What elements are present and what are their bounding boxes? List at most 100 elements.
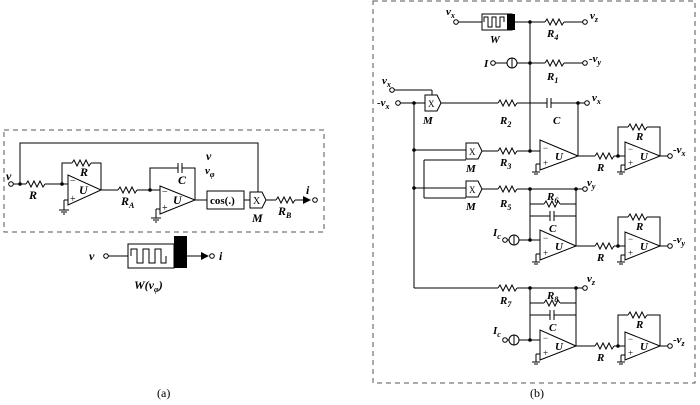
opamp-u1-label: U [79,183,89,197]
ground-icon [617,171,625,175]
neg-vy-output-label: -vy [673,234,686,248]
opamp-integrator-x [539,139,580,171]
panel-a-caption: (a) [157,386,170,400]
memristor-wave [130,248,167,264]
output-terminal [312,197,318,203]
resistor-r7-label: R7 [499,295,512,309]
outer-feedback-wire [19,142,259,184]
memristor-w-wave [483,16,505,28]
vy-node-label: vy [587,177,596,191]
capacitor-c1-label: C [553,115,561,127]
ground-icon [151,217,161,223]
svg-text:R: R [635,221,643,233]
opamp-u2-label: U [173,193,183,207]
resistor-inverter-z [594,341,615,351]
svg-text:X: X [253,196,261,207]
vx-top-label: vx [446,6,455,20]
symbol-v-label: v [89,249,95,263]
resistor-r6 [543,199,561,209]
cos-block-label: cos(.) [210,195,235,207]
svg-text:−: − [162,187,168,198]
svg-text:+: + [543,348,548,358]
svg-text:R: R [635,319,643,331]
svg-text:−: − [543,233,548,243]
svg-text:R: R [635,131,643,143]
input-v-label: v [6,169,12,183]
resistor-r3-label: R3 [499,157,511,171]
resistor-r2-label: R2 [499,115,511,129]
resistor-inverter-y-label: R [596,252,604,264]
svg-text:+: + [162,203,168,214]
neg-vx-input-label: -vx [377,97,390,111]
svg-text:−: − [70,176,76,187]
svg-text:X: X [469,185,476,195]
multiplier-m [249,191,267,209]
svg-text:U: U [555,341,564,353]
opamp-u2 [159,185,197,215]
resistor-r2 [497,98,518,108]
svg-text:X: X [428,99,435,109]
resistor-r4 [544,17,565,27]
resistor-r7 [497,283,518,293]
ground-icon [532,361,540,365]
multiplier-m2 [465,142,483,160]
multiplier-m2-label: M [465,163,477,175]
panel-b-caption: (b) [530,386,544,400]
svg-text:+: + [543,248,548,258]
opamp-integrator-z [539,329,578,361]
svg-text:−: − [543,143,548,153]
resistor-rb [275,195,296,205]
resistor-r1 [544,58,565,68]
resistor-ra-label: RA [120,194,135,210]
svg-text:+: + [70,194,76,205]
opamp-inverter-y [624,231,662,261]
resistor-inverter-z-label: R [596,352,604,364]
resistor-r1-label: R1 [546,71,558,85]
output-i-label: i [306,183,310,197]
v-phi-label: vφ [205,165,215,179]
memristor-w-label: W [490,34,501,46]
panel-a: v R R − + U RA [3,129,325,400]
svg-text:+: + [543,158,548,168]
capacitor-c3-label: C [549,322,557,334]
resistor-r8 [543,298,561,308]
multiplier-m1 [424,94,442,112]
neg-vz-output-label: -vz [673,334,686,348]
vz-node-label: vz [587,273,596,287]
capacitor-c2-label: C [549,223,557,235]
resistor-r-feedback [71,158,92,168]
panel-a-dashed-border [3,129,325,233]
resistor-r4-label: R4 [546,28,558,42]
ground-icon [532,171,540,175]
svg-text:X: X [469,147,476,157]
multiplier-m3-label: M [465,201,477,213]
svg-text:−: − [628,234,633,244]
resistor-r5-label: R5 [499,198,511,212]
symbol-w-label: W(vφ) [134,278,163,294]
ground-icon [532,261,540,265]
resistor-r5 [497,184,518,194]
neg-vy-label: -vy [589,53,602,67]
ground-icon [59,209,69,215]
svg-text:−: − [543,333,548,343]
multiplier-m3 [465,180,483,198]
resistor-r-input [25,179,46,189]
resistor-rb-label: RB [277,204,292,220]
resistor-r-input-label: R [28,188,37,202]
opamp-inverter-z [624,331,662,361]
resistor-r8-label: R8 [546,290,558,304]
resistor-ra [117,185,138,195]
current-ic3-label: Ic [492,325,501,339]
ground-icon [617,261,625,265]
current-ic-label: Ic [492,227,501,241]
svg-text:+: + [628,348,633,358]
opamp-integrator-y [539,229,578,261]
panel-b: vx W R4 vz I R1 -vy vx -vx [372,0,696,400]
svg-text:U: U [555,241,564,253]
vx-input-label: vx [382,75,391,89]
vx-node-label: vx [592,92,601,106]
resistor-inverter-y [594,241,615,251]
svg-text:−: − [628,334,633,344]
svg-text:U: U [640,241,649,253]
